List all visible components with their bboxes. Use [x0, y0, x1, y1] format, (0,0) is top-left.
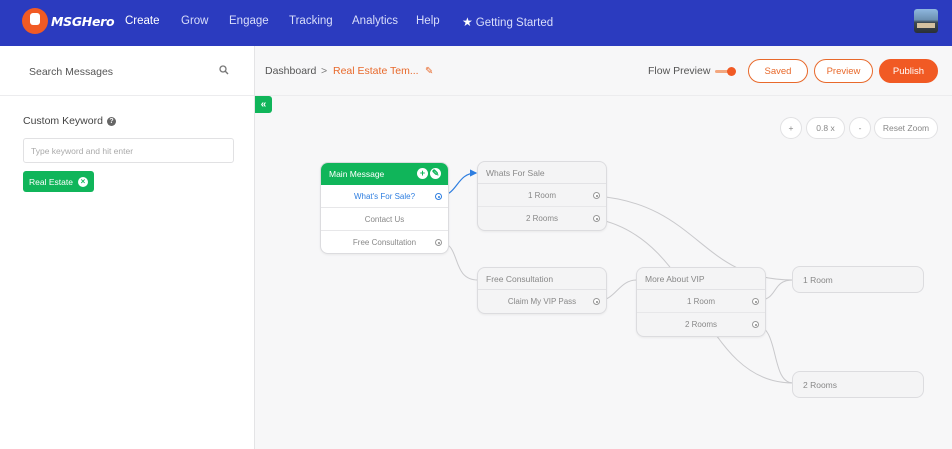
connector-port-icon[interactable] [435, 193, 442, 200]
button-row[interactable]: 2 Rooms [637, 313, 765, 336]
nav-engage[interactable]: Engage [229, 15, 269, 27]
nav-grow[interactable]: Grow [181, 15, 209, 27]
nav-create[interactable]: Create [125, 15, 160, 27]
node-header: More About VIP [637, 268, 765, 290]
logo-hero-icon [22, 8, 48, 34]
help-icon[interactable]: ? [106, 116, 116, 126]
node-more-about-vip[interactable]: More About VIP 1 Room 2 Rooms [636, 267, 766, 337]
breadcrumb-chevron-icon: > [321, 65, 328, 77]
node-title: Free Consultation [486, 274, 554, 284]
edit-name-icon[interactable]: ✎ [425, 66, 434, 77]
node-title: More About VIP [645, 274, 705, 284]
button-row[interactable]: What's For Sale? [321, 185, 448, 208]
flow-preview-toggle[interactable] [715, 66, 737, 76]
node-title: 2 Rooms [803, 379, 838, 390]
button-row[interactable]: Free Consultation [321, 231, 448, 254]
custom-keyword-text: Custom Keyword [23, 115, 103, 127]
connector-port-icon[interactable] [593, 215, 600, 222]
node-whats-for-sale[interactable]: Whats For Sale 1 Room 2 Rooms [477, 161, 607, 231]
flow-preview-label: Flow Preview [648, 65, 711, 77]
search-label: Search Messages [29, 66, 114, 78]
zoom-in-button[interactable]: + [780, 117, 802, 139]
button-label: Claim My VIP Pass [507, 297, 577, 306]
nav-getting-started[interactable]: ★Getting Started [462, 15, 553, 29]
logo-text: MSGHero [51, 13, 115, 29]
nav-tracking[interactable]: Tracking [289, 15, 333, 27]
keyword-input[interactable] [23, 138, 234, 163]
star-icon: ★ [462, 15, 473, 29]
publish-button[interactable]: Publish [879, 59, 938, 83]
nav-help[interactable]: Help [416, 15, 440, 27]
button-label: 1 Room [527, 190, 556, 200]
breadcrumb-current: Real Estate Tem... [333, 65, 419, 77]
search-icon[interactable] [219, 65, 229, 75]
button-row[interactable]: Contact Us [321, 208, 448, 231]
button-row[interactable]: Claim My VIP Pass [478, 290, 606, 313]
zoom-level: 0.8 x [806, 117, 845, 139]
connector-port-icon[interactable] [752, 298, 759, 305]
node-header: Main Message + ✎ [321, 163, 448, 185]
node-2-rooms[interactable]: 2 Rooms [792, 371, 924, 398]
button-row[interactable]: 1 Room [637, 290, 765, 313]
node-main-message[interactable]: Main Message + ✎ What's For Sale? Contac… [320, 162, 449, 254]
breadcrumb-dashboard[interactable]: Dashboard [265, 65, 317, 77]
preview-button[interactable]: Preview [814, 59, 873, 83]
getting-started-label: Getting Started [475, 17, 554, 29]
node-title: 1 Room [803, 274, 833, 285]
saved-button[interactable]: Saved [748, 59, 808, 83]
zoom-out-button[interactable]: - [849, 117, 871, 139]
add-icon[interactable]: + [417, 168, 428, 179]
reset-zoom-button[interactable]: Reset Zoom [874, 117, 938, 139]
flow-header: Dashboard > Real Estate Tem... ✎ Flow Pr… [255, 46, 952, 96]
button-row[interactable]: 2 Rooms [478, 207, 606, 230]
connector-port-icon[interactable] [435, 239, 442, 246]
collapse-sidebar-icon[interactable]: « [255, 96, 272, 113]
node-header: Whats For Sale [478, 162, 606, 184]
custom-keyword-label: Custom Keyword ? [23, 115, 116, 127]
node-title: Main Message [329, 169, 385, 179]
button-label: 2 Rooms [684, 320, 717, 329]
node-free-consultation[interactable]: Free Consultation Claim My VIP Pass [477, 267, 607, 314]
button-label: Free Consultation [352, 238, 417, 247]
button-label: Contact Us [364, 214, 405, 224]
sidebar: Search Messages Custom Keyword ? Real Es… [0, 46, 255, 449]
button-label: 1 Room [686, 296, 715, 306]
nav-analytics[interactable]: Analytics [352, 15, 399, 27]
button-label: 2 Rooms [525, 214, 558, 223]
top-nav: MSGHero Create Grow Engage Tracking Anal… [0, 0, 952, 46]
avatar[interactable] [914, 9, 938, 33]
edit-icon[interactable]: ✎ [430, 168, 441, 179]
node-1-room[interactable]: 1 Room [792, 266, 924, 293]
keyword-tag: Real Estate × [23, 171, 94, 192]
button-label: What's For Sale? [353, 191, 416, 201]
connector-port-icon[interactable] [752, 321, 759, 328]
button-row[interactable]: 1 Room [478, 184, 606, 207]
connector-port-icon[interactable] [593, 192, 600, 199]
connector-port-icon[interactable] [593, 298, 600, 305]
keyword-tag-label: Real Estate [29, 176, 73, 187]
search-messages[interactable]: Search Messages [0, 46, 254, 96]
node-title: Whats For Sale [486, 168, 545, 178]
logo[interactable]: MSGHero [22, 8, 115, 34]
node-header: Free Consultation [478, 268, 606, 290]
remove-tag-icon[interactable]: × [77, 176, 88, 187]
